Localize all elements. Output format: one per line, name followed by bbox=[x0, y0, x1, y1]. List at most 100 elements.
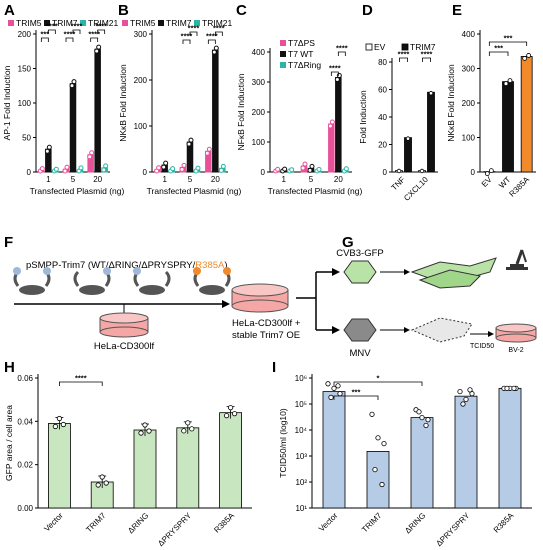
x-tick-label: 1 bbox=[281, 175, 286, 184]
data-point bbox=[101, 167, 107, 173]
legend-label: TRIM5 bbox=[130, 18, 156, 28]
bar bbox=[498, 387, 522, 509]
bar bbox=[502, 81, 514, 173]
significance-label: *** bbox=[352, 388, 361, 397]
data-point bbox=[94, 48, 100, 54]
panel-label-i: I bbox=[272, 359, 276, 376]
data-point bbox=[181, 428, 187, 434]
construct-label: pSMPP-Trim7 (WT/ΔRING/ΔPRYSPRY/R385A) bbox=[26, 260, 228, 271]
data-point bbox=[425, 417, 431, 423]
data-point bbox=[289, 167, 295, 173]
data-point bbox=[328, 394, 334, 400]
y-tick-label: 100 bbox=[252, 138, 266, 147]
bar bbox=[322, 391, 346, 509]
significance-label: * bbox=[377, 374, 380, 383]
data-point bbox=[507, 78, 513, 84]
data-point bbox=[329, 119, 335, 125]
panel-label-g: G bbox=[342, 234, 354, 251]
data-point bbox=[503, 81, 509, 87]
diagram-f: pSMPP-Trim7 (WT/ΔRING/ΔPRYSPRY/R385A) bbox=[13, 260, 301, 352]
data-point bbox=[142, 422, 148, 428]
y-tick-label: 0.04 bbox=[17, 417, 33, 426]
data-point bbox=[419, 414, 425, 421]
y-tick-label: 20 bbox=[378, 141, 387, 150]
significance-label: **** bbox=[213, 24, 225, 33]
y-tick-label: 200 bbox=[134, 76, 148, 85]
diagram-g: CVB3-GFP MNV TCID50 BV-2 bbox=[296, 248, 537, 359]
data-point bbox=[179, 166, 185, 172]
y-tick-label: 100 bbox=[134, 122, 148, 131]
data-point bbox=[343, 166, 349, 172]
data-point bbox=[428, 91, 434, 96]
significance-label: **** bbox=[188, 24, 200, 33]
bar bbox=[427, 91, 435, 173]
legend-label: EV bbox=[374, 42, 386, 52]
data-point bbox=[460, 401, 466, 407]
x-tick-label: 20 bbox=[93, 175, 102, 184]
bar bbox=[454, 395, 478, 509]
legend-label: T7ΔRing bbox=[288, 60, 321, 70]
data-point bbox=[161, 164, 167, 170]
legend-label: TRIM7 bbox=[166, 18, 192, 28]
data-point bbox=[78, 165, 84, 171]
data-point bbox=[316, 166, 322, 172]
y-tick-label: 300 bbox=[252, 78, 266, 87]
data-point bbox=[71, 79, 77, 85]
significance-label: **** bbox=[181, 32, 193, 41]
data-point bbox=[189, 426, 195, 432]
data-point bbox=[522, 56, 528, 61]
data-point bbox=[220, 163, 226, 169]
y-tick-label: 0 bbox=[261, 168, 266, 177]
significance-label: **** bbox=[46, 22, 58, 31]
x-tick-label: TRIM7 bbox=[360, 511, 384, 535]
y-tick-label: 50 bbox=[22, 134, 31, 143]
significance-label: **** bbox=[75, 374, 87, 383]
significance-bracket bbox=[97, 29, 106, 34]
x-tick-label: WT bbox=[497, 175, 512, 190]
data-point bbox=[423, 422, 429, 429]
x-tick-label: ΔPRYSPRY bbox=[156, 511, 193, 548]
y-tick-label: 0.06 bbox=[17, 374, 33, 383]
legend-swatch bbox=[122, 20, 128, 26]
y-tick-label: 200 bbox=[18, 30, 32, 39]
y-tick-label: 10⁵ bbox=[295, 400, 307, 409]
y-axis-label: Fold Induction bbox=[358, 90, 368, 144]
y-axis-label: NKκB Fold Induction bbox=[118, 64, 128, 142]
x-tick-label: 20 bbox=[334, 175, 343, 184]
significance-label: **** bbox=[64, 30, 76, 39]
y-tick-label: 10⁴ bbox=[295, 426, 308, 435]
data-point bbox=[62, 168, 68, 174]
data-point bbox=[335, 383, 341, 389]
data-point bbox=[52, 423, 59, 430]
legend-label: TRIM5 bbox=[16, 18, 42, 28]
cvb3-virus-icon bbox=[343, 260, 377, 284]
data-point bbox=[44, 148, 50, 154]
bar bbox=[186, 141, 194, 173]
data-point bbox=[302, 161, 308, 167]
data-point bbox=[334, 77, 340, 82]
significance-bracket bbox=[90, 37, 99, 42]
x-tick-label: ΔRING bbox=[403, 511, 427, 535]
bar bbox=[48, 423, 71, 509]
data-point bbox=[188, 137, 194, 143]
x-tick-label: Vector bbox=[317, 511, 340, 534]
data-point bbox=[484, 171, 490, 177]
y-tick-label: 0 bbox=[143, 168, 148, 177]
x-tick-label: TRIM7 bbox=[84, 511, 108, 535]
data-point bbox=[156, 165, 162, 171]
x-tick-label: 1 bbox=[162, 175, 167, 184]
x-tick-label: ΔPRYSPRY bbox=[434, 511, 471, 548]
data-point bbox=[87, 154, 93, 160]
bar bbox=[410, 417, 434, 509]
data-point bbox=[463, 396, 469, 403]
panel-label-d: D bbox=[362, 2, 373, 19]
y-axis-label: GFP area / cell area bbox=[4, 405, 14, 481]
y-axis-label: NFκB Fold Induction bbox=[236, 73, 246, 150]
data-point bbox=[46, 144, 52, 150]
x-tick-label: Vector bbox=[42, 511, 65, 534]
y-tick-label: 10¹ bbox=[295, 504, 307, 513]
